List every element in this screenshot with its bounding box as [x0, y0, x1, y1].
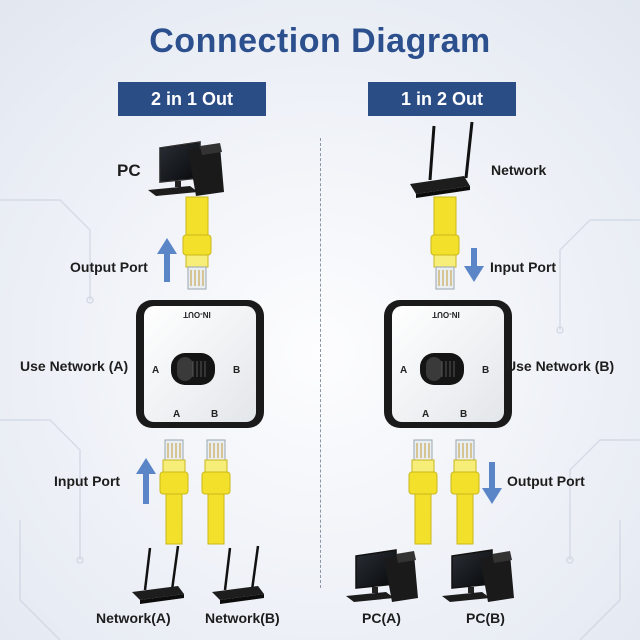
input-port-label-left: Input Port — [54, 473, 121, 489]
port-label-a-right: A — [422, 409, 429, 420]
port-label-b-right: B — [460, 409, 467, 420]
use-network-b-label: Use Network (B) — [506, 358, 615, 374]
switch-face-text-left: IN-OUT — [183, 310, 211, 319]
output-port-label-right: Output Port — [507, 473, 585, 489]
switch-label-b-left: B — [233, 365, 240, 376]
pc-icon — [346, 549, 418, 602]
switch-label-a-left: A — [152, 365, 159, 376]
router-icon — [132, 545, 184, 604]
router-icon — [410, 121, 474, 198]
arrow-up-icon — [136, 458, 156, 504]
device-label-pc: PC — [117, 161, 141, 180]
pc-icon — [148, 141, 224, 196]
input-port-label-right: Input Port — [490, 259, 557, 275]
switch-box-icon — [384, 300, 512, 428]
cable-right-top — [430, 196, 460, 290]
device-label-network-b: Network(B) — [205, 610, 280, 626]
switch-box-icon — [136, 300, 264, 428]
cable-left-top — [182, 196, 212, 290]
arrow-up-icon — [157, 238, 177, 282]
port-label-a-left: A — [173, 409, 180, 420]
arrow-down-icon — [464, 248, 484, 282]
device-label-pc-b: PC(B) — [466, 610, 505, 626]
output-port-label-left: Output Port — [70, 259, 148, 275]
switch-label-a-right: A — [400, 365, 407, 376]
banner-2-in-1-out: 2 in 1 Out — [118, 82, 266, 116]
port-label-b-left: B — [211, 409, 218, 420]
pc-icon — [442, 549, 514, 602]
circuit-background — [0, 199, 640, 640]
use-network-a-label: Use Network (A) — [20, 358, 129, 374]
device-label-network-a: Network(A) — [96, 610, 171, 626]
page-title: Connection Diagram — [149, 22, 491, 60]
device-label-pc-a: PC(A) — [362, 610, 401, 626]
device-label-network: Network — [491, 162, 547, 178]
switch-face-text-right: IN-OUT — [432, 310, 460, 319]
cable-left-bottom-a — [159, 439, 189, 545]
cable-left-bottom-b — [201, 439, 231, 545]
cable-right-bottom-a — [408, 439, 438, 545]
banner-1-in-2-out: 1 in 2 Out — [368, 82, 516, 116]
router-icon — [212, 545, 264, 604]
switch-label-b-right: B — [482, 365, 489, 376]
arrow-down-icon — [482, 462, 502, 504]
cable-right-bottom-b — [450, 439, 480, 545]
center-divider — [320, 138, 321, 588]
